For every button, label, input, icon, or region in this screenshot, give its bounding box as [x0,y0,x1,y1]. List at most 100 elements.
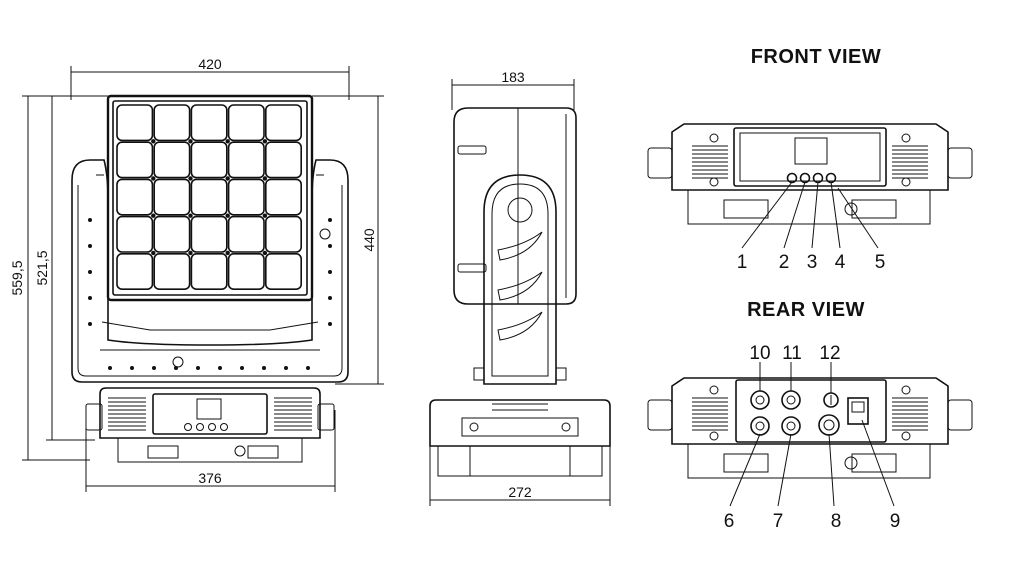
led-cell [227,141,265,179]
screw [328,218,332,222]
screw [88,270,92,274]
led-cell [227,215,265,253]
screw [328,244,332,248]
tilt-lock-icon [319,228,331,240]
screw [328,296,332,300]
screw [240,366,244,370]
power-in-icon [818,414,840,436]
callout-number: 5 [875,252,886,273]
dimension-440: 440 [312,95,384,385]
dmx-in-5pin-icon [750,390,770,410]
dmx-in-3pin-icon [750,416,770,436]
screw [284,366,288,370]
screw [306,366,310,370]
screw [88,218,92,222]
screw [108,366,112,370]
leader-line [729,433,761,507]
led-dot [225,176,230,181]
led-dot [188,176,193,181]
yoke [71,159,349,383]
leader-line [830,181,841,249]
menu-button-icon [184,423,192,431]
rear-view-base [647,377,973,479]
led-dot [262,176,268,181]
rear-callouts: 10 11 12 6 7 8 9 [724,343,901,532]
menu-button-icon [220,423,228,431]
dim-label-376: 376 [198,470,222,486]
dmx-out-5pin-icon [781,390,801,410]
screw [328,322,332,326]
led-dot [188,213,193,218]
callout-number: 11 [782,343,802,364]
dim-label-440: 440 [361,228,377,252]
leader-line [741,181,793,249]
led-cell [264,178,302,216]
power-switch-icon [847,397,869,425]
led-cell [190,104,228,142]
led-dot [225,213,230,218]
base-front [85,387,335,463]
menu-button-icon [196,423,204,431]
dim-label-420: 420 [198,56,222,72]
leader-line [828,433,835,507]
led-cell [190,178,228,216]
led-dot [151,250,156,256]
led-dot [188,139,193,144]
dimension-521: 521,5 [34,96,95,441]
menu-button-icon [208,423,216,431]
led-cell [227,253,265,291]
led-dot [151,139,156,144]
callout-number: 1 [737,252,748,273]
leader-line [777,433,792,507]
callout-number: 12 [819,343,840,364]
led-dot [225,250,230,256]
led-dot [151,176,156,181]
led-cell [190,141,228,179]
led-cell [190,215,228,253]
screw [152,366,156,370]
leader-line [837,187,879,249]
led-cell [116,178,154,216]
led-cell [153,215,191,253]
callout-number: 6 [724,511,735,532]
dim-label-521: 521,5 [34,250,50,285]
callout-number: 9 [890,511,901,532]
led-dot [262,213,268,218]
led-cell [153,104,191,142]
led-cell [227,104,265,142]
callout-number: 8 [831,511,842,532]
screw [196,366,200,370]
dimension-420: 420 [70,56,350,100]
screw [218,366,222,370]
callout-number: 10 [749,343,770,364]
head-front [106,94,314,302]
led-cell [264,215,302,253]
led-cell [264,104,302,142]
led-cell [116,253,154,291]
screw [88,244,92,248]
led-dot [188,250,193,256]
led-cell [153,253,191,291]
led-cell [153,141,191,179]
dim-label-183: 183 [501,69,525,85]
dimension-183: 183 [451,69,575,110]
screw [328,270,332,274]
pan-lock-icon [172,356,184,368]
callout-number: 3 [807,252,818,273]
callout-number: 7 [773,511,784,532]
leader-line [811,181,819,249]
led-cell [190,253,228,291]
callout-number: 4 [835,252,846,273]
led-dot [225,139,230,144]
led-cell [227,178,265,216]
led-cell [264,141,302,179]
dimension-559: 559,5 [9,95,110,461]
yoke-screws [88,218,332,370]
dmx-out-3pin-icon [781,416,801,436]
front-view-title: FRONT VIEW [751,46,882,68]
fuse-icon [823,392,839,408]
rear-view-title: REAR VIEW [747,299,865,321]
leader-line [783,181,806,249]
